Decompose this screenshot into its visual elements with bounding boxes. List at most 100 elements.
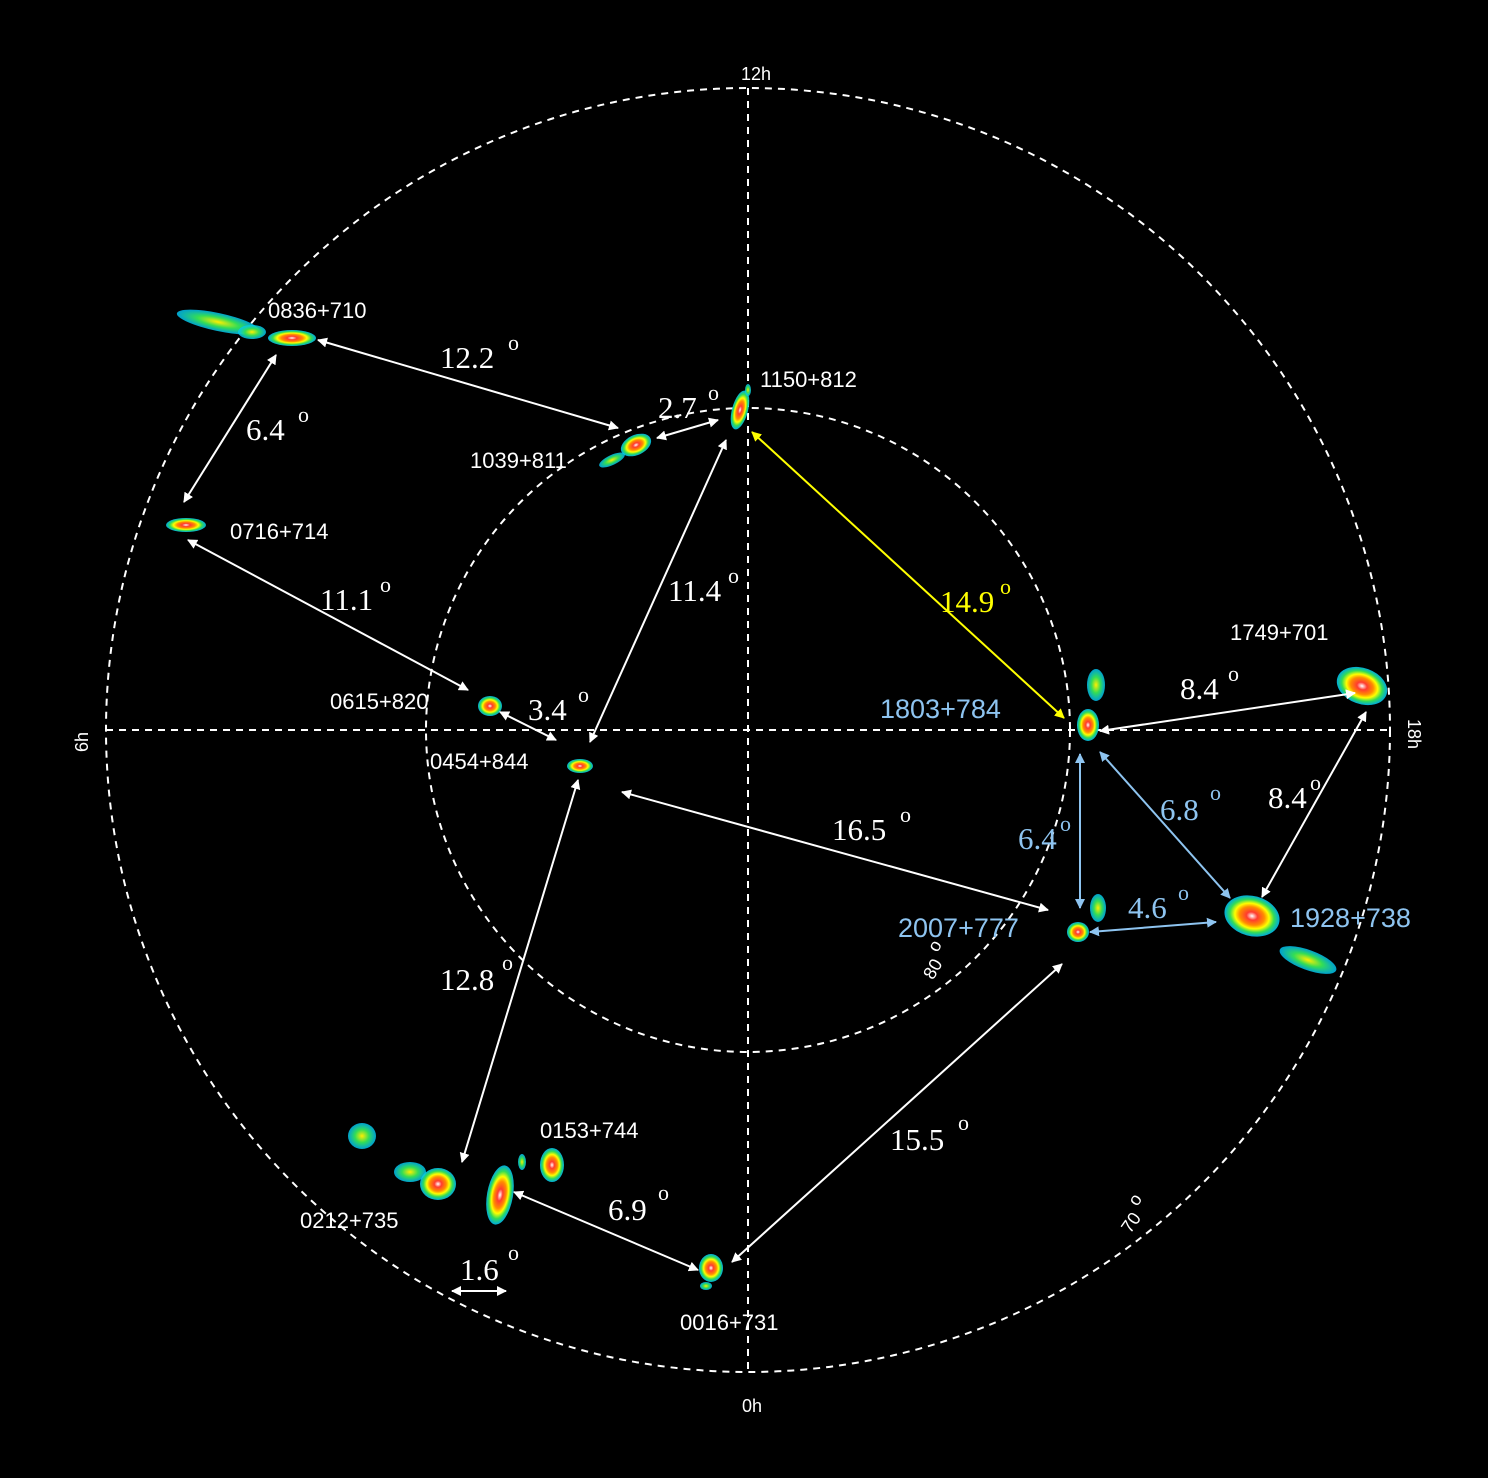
- sep-label-s2: 2.7 o: [658, 380, 719, 425]
- sep-value: 15.5: [890, 1122, 944, 1157]
- sep-value: 11.4: [668, 573, 722, 608]
- sep-value: 2.7: [658, 390, 697, 425]
- dec-70-degree: o: [1124, 1190, 1146, 1210]
- label-1803: 1803+784: [880, 694, 1001, 724]
- source-1803-image: [1077, 669, 1105, 741]
- sep-value: 16.5: [832, 812, 886, 847]
- separation-arrows: [183, 337, 1367, 1296]
- sep-label-s4: 11.1 o: [320, 572, 391, 617]
- label-2007: 2007+777: [898, 913, 1019, 943]
- sep-degree: o: [1060, 811, 1071, 836]
- ra-18h-label: 18h: [1404, 719, 1424, 749]
- sep-value: 12.2: [440, 340, 494, 375]
- label-0615: 0615+820: [330, 689, 429, 714]
- arrow-0615-0454: [499, 711, 557, 741]
- sep-label-s10: 6.8 o: [1160, 780, 1221, 827]
- sep-degree: o: [380, 572, 391, 597]
- sep-value: 6.8: [1160, 792, 1199, 827]
- radio-sources: [166, 309, 1388, 1290]
- sep-degree: o: [958, 1110, 969, 1135]
- sep-degree: o: [578, 682, 589, 707]
- arrow-1039-1150: [656, 417, 719, 441]
- sep-degree: o: [1000, 574, 1011, 599]
- source-1150-image: [730, 384, 751, 430]
- sep-value: 1.6: [460, 1252, 499, 1287]
- arrow-0153-0016: [513, 1190, 699, 1272]
- label-0212: 0212+735: [300, 1208, 399, 1233]
- source-0716-image: [166, 518, 206, 532]
- source-labels: 0836+710 1150+812 1039+811 0716+714 1749…: [230, 298, 1411, 1335]
- sep-value: 6.4: [1018, 821, 1057, 856]
- sep-degree: o: [900, 802, 911, 827]
- source-1039-image: [599, 433, 652, 468]
- sep-degree: o: [298, 402, 309, 427]
- label-0153: 0153+744: [540, 1118, 639, 1143]
- label-1039: 1039+811: [470, 448, 567, 473]
- sep-label-s14: 12.8 o: [440, 950, 513, 997]
- label-1749: 1749+701: [1230, 620, 1329, 645]
- sep-value: 8.4: [1268, 780, 1307, 815]
- label-0454: 0454+844: [430, 749, 529, 774]
- sep-value: 8.4: [1180, 671, 1219, 706]
- dec-70-label: 70 o: [1117, 1190, 1146, 1237]
- source-2007-image: [1067, 894, 1106, 942]
- arrow-0716-0615: [187, 539, 469, 691]
- sep-degree: o: [1210, 780, 1221, 805]
- arrow-0836-1039: [317, 337, 619, 431]
- label-0716: 0716+714: [230, 519, 329, 544]
- arrow-1749-1928: [1261, 711, 1367, 898]
- sep-degree: o: [1228, 661, 1239, 686]
- sep-value: 12.8: [440, 962, 494, 997]
- sep-value: 4.6: [1128, 890, 1167, 925]
- label-1150: 1150+812: [760, 367, 857, 392]
- arrow-0454-0212: [459, 779, 581, 1163]
- grid: [105, 87, 1391, 1373]
- sep-degree: o: [508, 330, 519, 355]
- sep-value: 3.4: [528, 692, 567, 727]
- arrow-2007-1928: [1089, 917, 1217, 937]
- sep-label-s7: 3.4 o: [528, 682, 589, 727]
- dec-80-value: 80: [919, 955, 946, 982]
- sep-degree: o: [1178, 880, 1189, 905]
- sep-label-s13: 4.6 o: [1128, 880, 1189, 925]
- arrow-2007-0016: [731, 963, 1063, 1263]
- sep-label-s15: 15.5 o: [890, 1110, 969, 1157]
- source-0016-image: [699, 1254, 723, 1290]
- sep-value: 6.9: [608, 1192, 647, 1227]
- dec-80-label: 80 o: [919, 936, 946, 982]
- sep-label-s16: 6.9 o: [608, 1180, 669, 1227]
- sep-value: 6.4: [246, 412, 285, 447]
- sep-label-s8: 8.4 o: [1180, 661, 1239, 706]
- label-0836: 0836+710: [268, 298, 367, 323]
- label-1928: 1928+738: [1290, 903, 1411, 933]
- dec-70-value: 70: [1117, 1209, 1145, 1237]
- sep-degree: o: [1310, 770, 1321, 795]
- source-1928-image: [1224, 895, 1337, 974]
- arrow-1803-1749: [1099, 689, 1356, 735]
- source-1749-image: [1336, 666, 1388, 706]
- arrow-0454-2007: [621, 789, 1049, 913]
- sep-degree: o: [728, 563, 739, 588]
- source-0212-image: [348, 1123, 456, 1200]
- arrow-1150-0454: [589, 439, 727, 743]
- sep-degree: o: [508, 1240, 519, 1265]
- sep-degree: o: [708, 380, 719, 405]
- sep-value: 11.1: [320, 582, 373, 617]
- source-0836-image: [176, 309, 316, 346]
- sep-label-s17: 1.6 o: [460, 1240, 519, 1287]
- sep-degree: o: [658, 1180, 669, 1205]
- arrow-1803-1928: [1099, 751, 1231, 899]
- ra-6h-label: 6h: [72, 732, 92, 752]
- sep-label-s11: 16.5 o: [832, 802, 911, 847]
- sep-degree: o: [502, 950, 513, 975]
- sep-value: 14.9: [940, 584, 994, 619]
- ra-0h-label: 0h: [742, 1396, 762, 1416]
- source-0615-image: [478, 696, 502, 716]
- label-0016: 0016+731: [680, 1310, 779, 1335]
